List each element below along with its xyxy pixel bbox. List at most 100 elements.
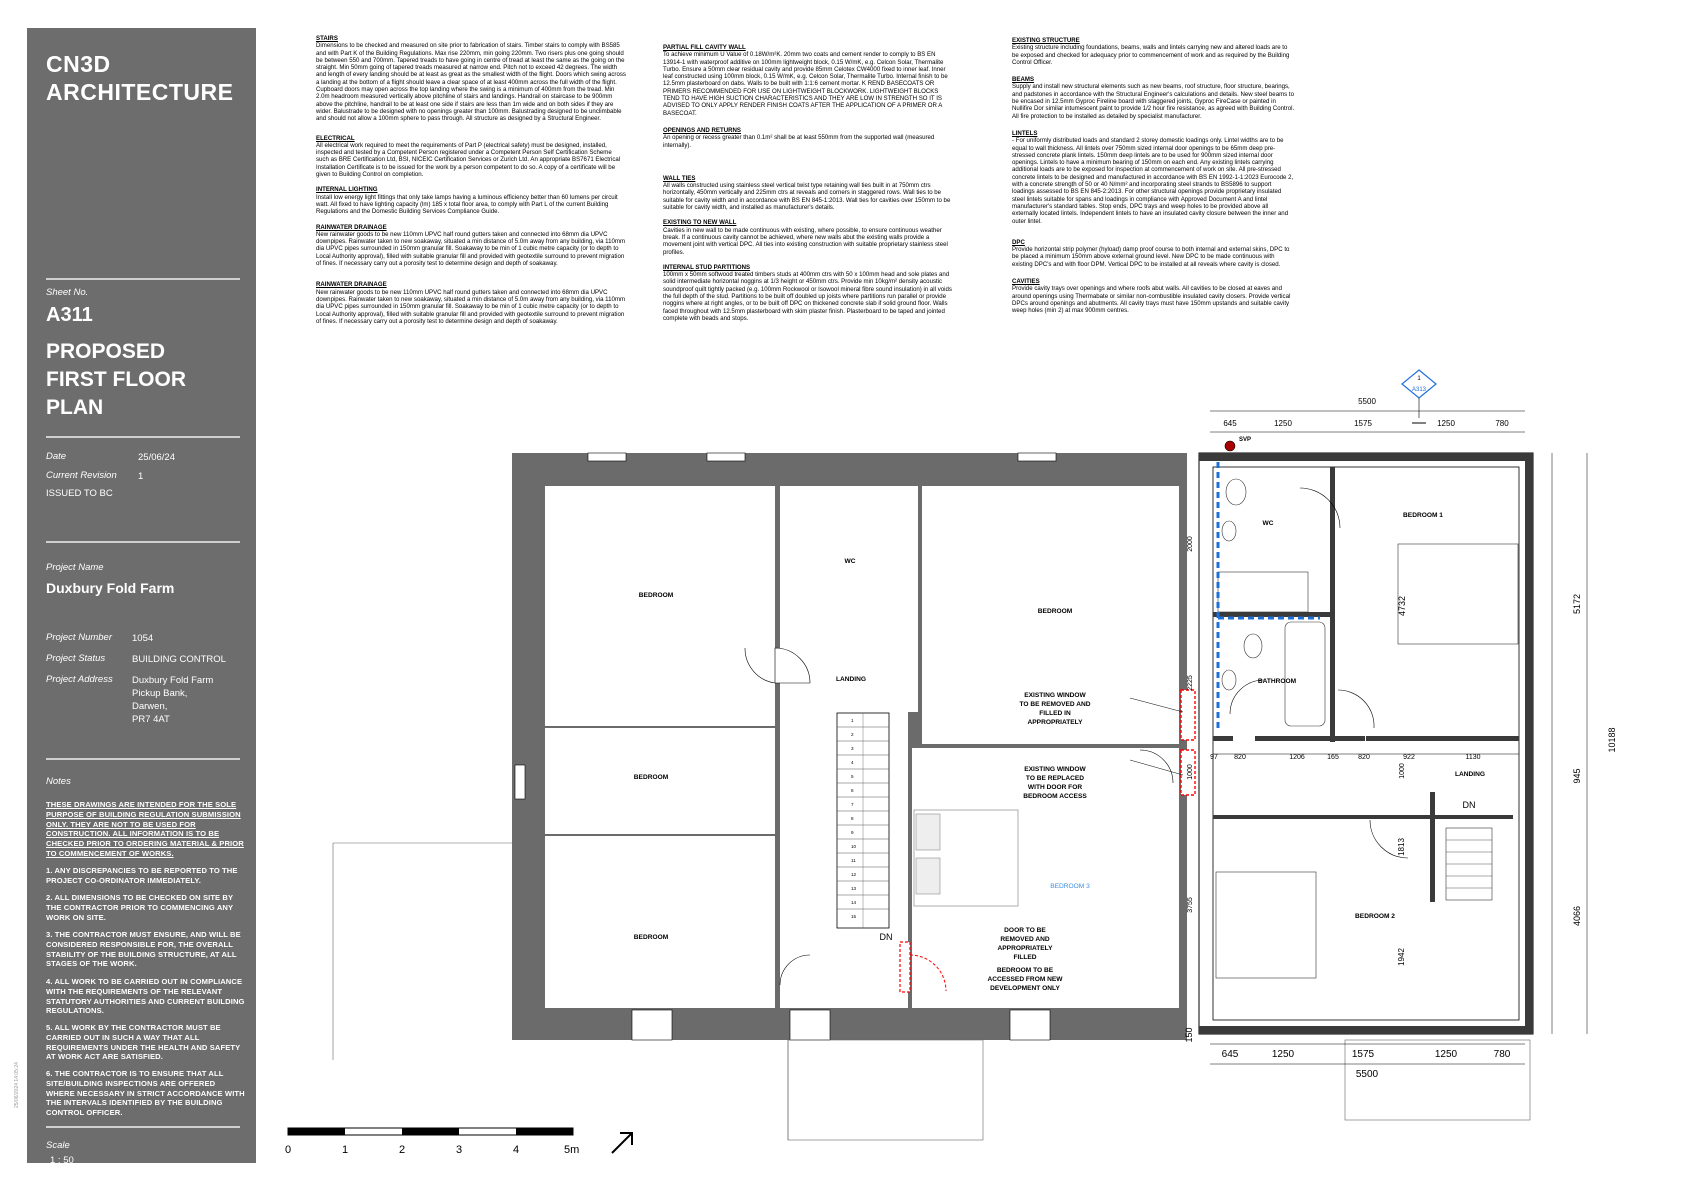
dim-total-bottom: 5500 [1356,1069,1379,1080]
sheet-no-label: Sheet No. [46,287,89,298]
spec-column-1: STAIRS Dimensions to be checked and meas… [316,35,626,325]
svg-text:9: 9 [851,830,854,835]
notes-label: Notes [46,776,71,787]
north-arrow-icon [611,1132,633,1154]
dim: 1250 [1272,1049,1295,1060]
spec-body: Provide cavity trays over openings and w… [1012,285,1291,315]
dim-total-right: 10188 [1607,727,1617,752]
spec-body: Provide horizontal strip polymer (hyload… [1012,246,1290,268]
spec-heading: RAINWATER DRAINAGE [316,281,387,289]
dimension-lines [1210,410,1588,1065]
dn-label: DN [1463,800,1476,810]
spec-heading: EXISTING STRUCTURE [1012,37,1080,44]
svg-text:1: 1 [1417,376,1421,382]
room-label: WC [1263,520,1274,527]
scale-tick-label: 5m [564,1144,580,1156]
spec-heading: RAINWATER DRAINAGE [316,223,387,231]
dim: 645 [1222,1049,1239,1060]
divider [46,1126,240,1128]
svg-text:3: 3 [851,746,854,751]
svg-text:8: 8 [851,816,854,821]
dim: 150 [1184,1027,1194,1042]
dim: 780 [1494,1049,1511,1060]
dim: 2000 [1187,536,1194,552]
note-5: 5. ALL WORK BY THE CONTRACTOR MUST BE CA… [46,1023,241,1062]
spec-body: An opening or recess greater than 0.1m² … [663,134,935,149]
room-label: BEDROOM 3 [1050,883,1090,890]
room-label: BEDROOM 1 [1403,512,1443,519]
note-3: 3. THE CONTRACTOR MUST ENSURE, AND WILL … [46,930,241,969]
spec-heading: INTERNAL STUD PARTITIONS [663,263,751,271]
project-number: 1054 [132,633,154,644]
room-label: WC [845,558,856,565]
dim: 1206 [1289,754,1305,761]
svg-text:12: 12 [851,872,857,877]
scale-tick-label: 4 [513,1144,520,1156]
spec-body: Supply and install new structural elemen… [1012,83,1295,120]
date-value: 25/06/24 [138,452,175,463]
spec-body: To achieve minimum U Value of 0.18W/m²K.… [663,51,948,117]
svg-text:11: 11 [851,858,856,863]
project-address-label: Project Address [46,674,113,685]
spec-heading: CAVITIES [1012,278,1040,286]
dim: 4732 [1397,596,1407,616]
dim: 780 [1495,419,1509,428]
svg-text:A313: A313 [1412,387,1427,393]
spec-body: Dimensions to be checked and measured on… [316,42,626,123]
dimension-labels: 5500 645 1250 1575 1250 780 645 1250 157… [1210,397,1511,1080]
svg-text:6: 6 [851,788,854,793]
svg-text:4: 4 [851,760,854,765]
spec-column-3: EXISTING STRUCTURE Existing structure in… [1012,37,1295,315]
dim: 4066 [1572,906,1582,926]
firm-name: CN3D ARCHITECTURE [46,51,234,105]
dim: 945 [1572,768,1582,783]
spec-body: Existing structure including foundations… [1012,44,1290,66]
divider [46,758,240,760]
notes-warning: THESE DRAWINGS ARE INTENDED FOR THE SOLE… [46,800,244,858]
scale-value: 1 : 50 [50,1155,74,1166]
svg-text:5: 5 [851,774,854,779]
dn-label: DN [880,932,893,942]
dim: 1942 [1397,948,1406,966]
title-block: CN3D ARCHITECTURE Sheet No. A311 PROPOSE… [27,28,256,1166]
dim: 1130 [1465,754,1480,761]
scale-tick-label: 3 [456,1144,463,1156]
project-status: BUILDING CONTROL [132,654,226,665]
project-name-label: Project Name [46,562,104,573]
note-6: 6. THE CONTRACTOR IS TO ENSURE THAT ALL … [46,1069,245,1118]
divider [46,278,240,280]
room-label: LANDING [836,676,866,683]
svg-text:10: 10 [851,844,857,849]
sheet-title: PROPOSED FIRST FLOOR PLAN [46,340,186,419]
spec-heading: PARTIAL FILL CAVITY WALL [663,44,746,51]
svg-text:7: 7 [851,802,854,807]
spec-heading: DPC [1012,238,1025,246]
section-marker[interactable]: 1 A313 [1401,369,1437,424]
dim: 1250 [1437,419,1455,428]
spec-heading: INTERNAL LIGHTING [316,186,378,194]
svg-text:13: 13 [851,886,857,891]
dim: 1250 [1274,419,1292,428]
svg-text:1: 1 [851,718,854,723]
spec-heading: BEAMS [1012,76,1035,84]
dim: 1813 [1397,838,1406,856]
note-2: 2. ALL DIMENSIONS TO BE CHECKED ON SITE … [46,893,234,922]
spec-body: All walls constructed using stainless st… [663,182,951,212]
vertical-dimension-labels: 5172 945 4066 10188 4732 1000 1813 1942 … [1184,536,1617,1042]
new-extension [1198,440,1534,1035]
note-1: 1. ANY DISCREPANCIES TO BE REPORTED TO T… [46,866,238,885]
room-label: LANDING [1455,771,1485,778]
dim: 1575 [1354,419,1372,428]
dim: 922 [1403,754,1415,761]
room-label: BEDROOM [1038,608,1073,615]
spec-body: Cavities in new wall to be made continuo… [663,226,948,256]
room-label: BEDROOM 2 [1355,913,1395,920]
revision-label: Current Revision [46,470,117,481]
dim: 1575 [1352,1049,1375,1060]
spec-heading: ELECTRICAL [316,134,355,142]
room-labels: BEDROOM BEDROOM BEDROOM BEDROOM WC LANDI… [634,512,1485,941]
